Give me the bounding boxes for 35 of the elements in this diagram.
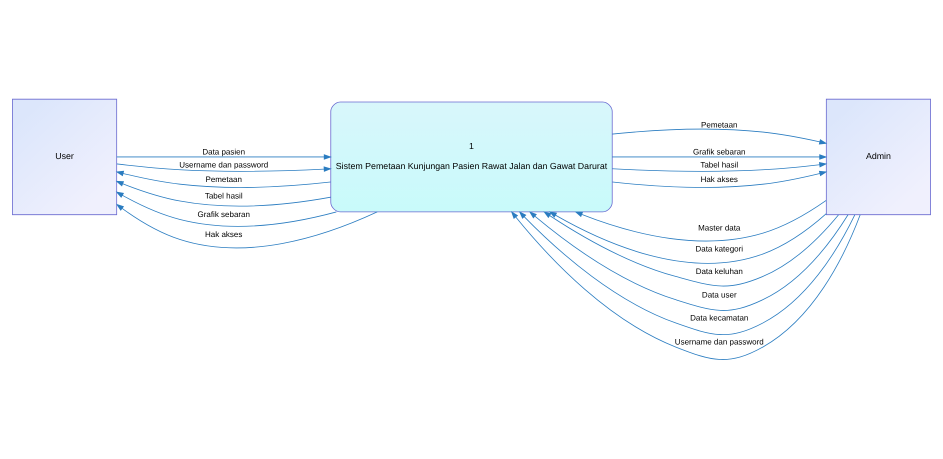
edge-label: Tabel hasil [700,160,738,170]
edge-label: Username dan password [674,338,764,347]
edge-label: Grafik sebaran [693,148,746,157]
edge-label: Data kecamatan [690,314,748,323]
edge-label: Username dan password [179,160,268,170]
arrow [116,180,332,206]
edge-label: Pemetaan [701,120,738,130]
edge-label: Data user [702,290,737,300]
arrow [518,211,856,335]
edge-label: Master data [698,224,740,233]
arrow [543,211,839,286]
arrow [612,154,828,160]
arrow [574,200,827,242]
arrow [116,154,332,160]
edge-label: Hak akses [700,174,738,184]
edge-label: Data pasien [202,148,246,157]
arrow [116,204,378,248]
node-box: 1 Sistem Pemetaan Kunjungan Pasien Rawat Jalan dan Gawat Darurat [330,102,613,212]
arrow [612,128,828,145]
arrow [612,170,828,188]
node-box: Admin [826,98,931,216]
arrow [116,191,337,227]
edge-label: Pemetaan [205,174,242,184]
edge-label: Hak akses [205,230,242,240]
arrow [528,211,848,311]
arrow [510,211,861,360]
edge-label: Data kategori [695,244,744,254]
node-box: User [12,98,118,216]
edge-label: Data keluhan [696,267,743,276]
arrow [548,211,827,264]
arrow [116,164,332,172]
arrow [116,170,331,188]
arrow [612,162,828,172]
edge-label: Tabel hasil [204,192,243,201]
edge-label: Grafik sebaran [197,210,250,220]
